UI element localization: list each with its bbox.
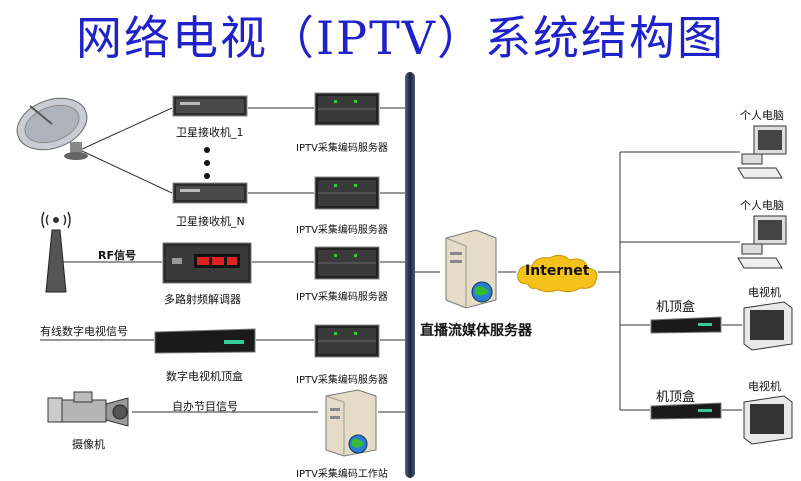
encoder-server-3-icon xyxy=(314,246,380,280)
satellite-dish-icon xyxy=(16,97,88,160)
satellite-receiver-n-icon xyxy=(172,182,248,204)
stb-2-label: 机顶盒 xyxy=(656,390,696,405)
tv-1-label: 电视机 xyxy=(748,286,781,299)
rf-demodulator-label: 多路射频解调器 xyxy=(164,293,241,306)
internet-cloud-icon xyxy=(517,254,598,293)
page-title: 网络电视（IPTV）系统结构图 xyxy=(75,11,726,65)
encoder-server-3-label: IPTV采集编码服务器 xyxy=(296,292,388,303)
pc-1-icon xyxy=(737,125,787,179)
dtv-set-top-box-label: 数字电视机顶盒 xyxy=(166,370,243,383)
encoder-workstation-label: IPTV采集编码工作站 xyxy=(296,469,388,480)
encoder-server-2-label: IPTV采集编码服务器 xyxy=(296,225,388,236)
stb-1-icon xyxy=(650,316,722,334)
encoder-server-2-icon xyxy=(314,176,380,210)
internet-label: Internet xyxy=(525,263,590,279)
pc-1-label: 个人电脑 xyxy=(740,109,784,122)
tv-2-icon xyxy=(743,395,793,445)
encoder-server-4-icon xyxy=(314,324,380,358)
rf-signal-label: RF信号 xyxy=(98,249,136,262)
stb-1-label: 机顶盒 xyxy=(656,300,696,315)
encoder-server-1-label: IPTV采集编码服务器 xyxy=(296,143,388,154)
ellipsis-dots-icon xyxy=(204,147,210,179)
dtv-set-top-box-icon xyxy=(154,328,256,354)
satellite-receiver-1-label: 卫星接收机_1 xyxy=(176,126,244,139)
tv-1-icon xyxy=(743,301,793,351)
encoder-server-1-icon xyxy=(314,92,380,126)
self-signal-label: 自办节目信号 xyxy=(172,400,238,413)
antenna-tower-icon xyxy=(41,211,71,293)
encoder-workstation-icon xyxy=(325,389,377,457)
camera-label: 摄像机 xyxy=(72,438,105,451)
stb-2-icon xyxy=(650,402,722,420)
satellite-receiver-1-icon xyxy=(172,95,248,117)
cable-signal-label: 有线数字电视信号 xyxy=(40,325,128,338)
video-camera-icon xyxy=(47,391,129,427)
streaming-server-label: 直播流媒体服务器 xyxy=(420,323,532,339)
streaming-server-icon xyxy=(445,229,497,309)
pc-2-label: 个人电脑 xyxy=(740,199,784,212)
network-backbone xyxy=(405,72,415,478)
pc-2-icon xyxy=(737,215,787,269)
tv-2-label: 电视机 xyxy=(748,380,781,393)
rf-demodulator-icon xyxy=(162,242,252,284)
satellite-receiver-n-label: 卫星接收机_N xyxy=(176,215,245,228)
encoder-server-4-label: IPTV采集编码服务器 xyxy=(296,375,388,386)
